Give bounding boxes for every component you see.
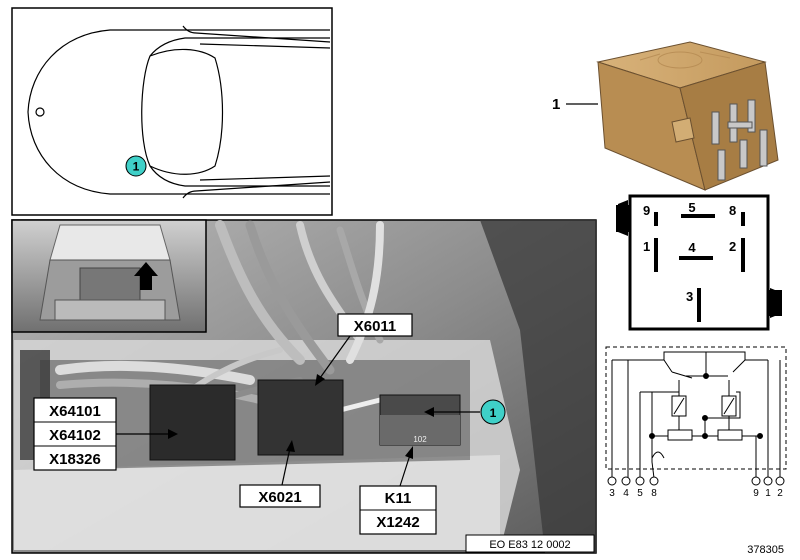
pin-label: 2 xyxy=(729,239,736,254)
callout-number: 1 xyxy=(490,406,497,420)
terminal-label: 8 xyxy=(651,488,657,499)
label-x1242: X1242 xyxy=(376,514,419,531)
label-x64101: X64101 xyxy=(49,403,101,420)
photo-code-box: EO E83 12 0002 xyxy=(465,534,595,553)
relay-illustration xyxy=(596,41,779,191)
pin-label: 3 xyxy=(686,289,693,304)
pin-label: 8 xyxy=(729,203,736,218)
label-x64102: X64102 xyxy=(49,427,101,444)
callout-number: 1 xyxy=(133,160,140,174)
terminal-label: 3 xyxy=(609,488,615,499)
label-x6011-box: X6011 xyxy=(315,313,413,386)
label-x6021: X6021 xyxy=(258,489,301,506)
part-item-number: 1 xyxy=(552,96,560,113)
car-top-view-outline xyxy=(27,25,331,199)
callout-1-photo: 1 xyxy=(424,399,506,425)
pin-label: 9 xyxy=(643,203,650,218)
label-k11-group: K11 X1242 xyxy=(359,446,437,535)
relay-pinout-diagram: 9 5 8 1 4 2 3 xyxy=(616,194,782,331)
relay-schematic xyxy=(605,346,787,486)
inset-hood-open-view xyxy=(11,219,207,333)
car-location-panel: 1 xyxy=(11,7,333,216)
arrow-up-icon xyxy=(134,262,158,290)
label-k11: K11 xyxy=(385,490,412,507)
callout-1-car: 1 xyxy=(125,155,147,177)
terminal-label: 5 xyxy=(637,488,643,499)
terminal-label: 1 xyxy=(765,488,771,499)
relay-face-label: 102 xyxy=(413,435,427,444)
label-x6021-box: X6021 xyxy=(239,440,321,508)
terminal-label: 9 xyxy=(753,488,759,499)
label-group-x641: X64101 X64102 X18326 xyxy=(33,397,117,471)
schematic-terminal-labels: 3 4 5 8 9 1 2 xyxy=(609,488,783,499)
pin-label: 1 xyxy=(643,239,650,254)
label-x18326: X18326 xyxy=(49,451,101,468)
pin-label: 4 xyxy=(688,240,696,255)
engine-bay-photo: 102 xyxy=(11,219,597,554)
terminal-label: 2 xyxy=(777,488,783,499)
diagram-number: 378305 xyxy=(747,544,784,556)
label-x6011: X6011 xyxy=(354,318,397,335)
terminal-label: 4 xyxy=(623,488,629,499)
pin-label: 5 xyxy=(688,200,695,215)
leader-x64102 xyxy=(116,429,178,439)
photo-code: EO E83 12 0002 xyxy=(489,539,570,551)
relay-item-label: 1 xyxy=(552,96,598,113)
